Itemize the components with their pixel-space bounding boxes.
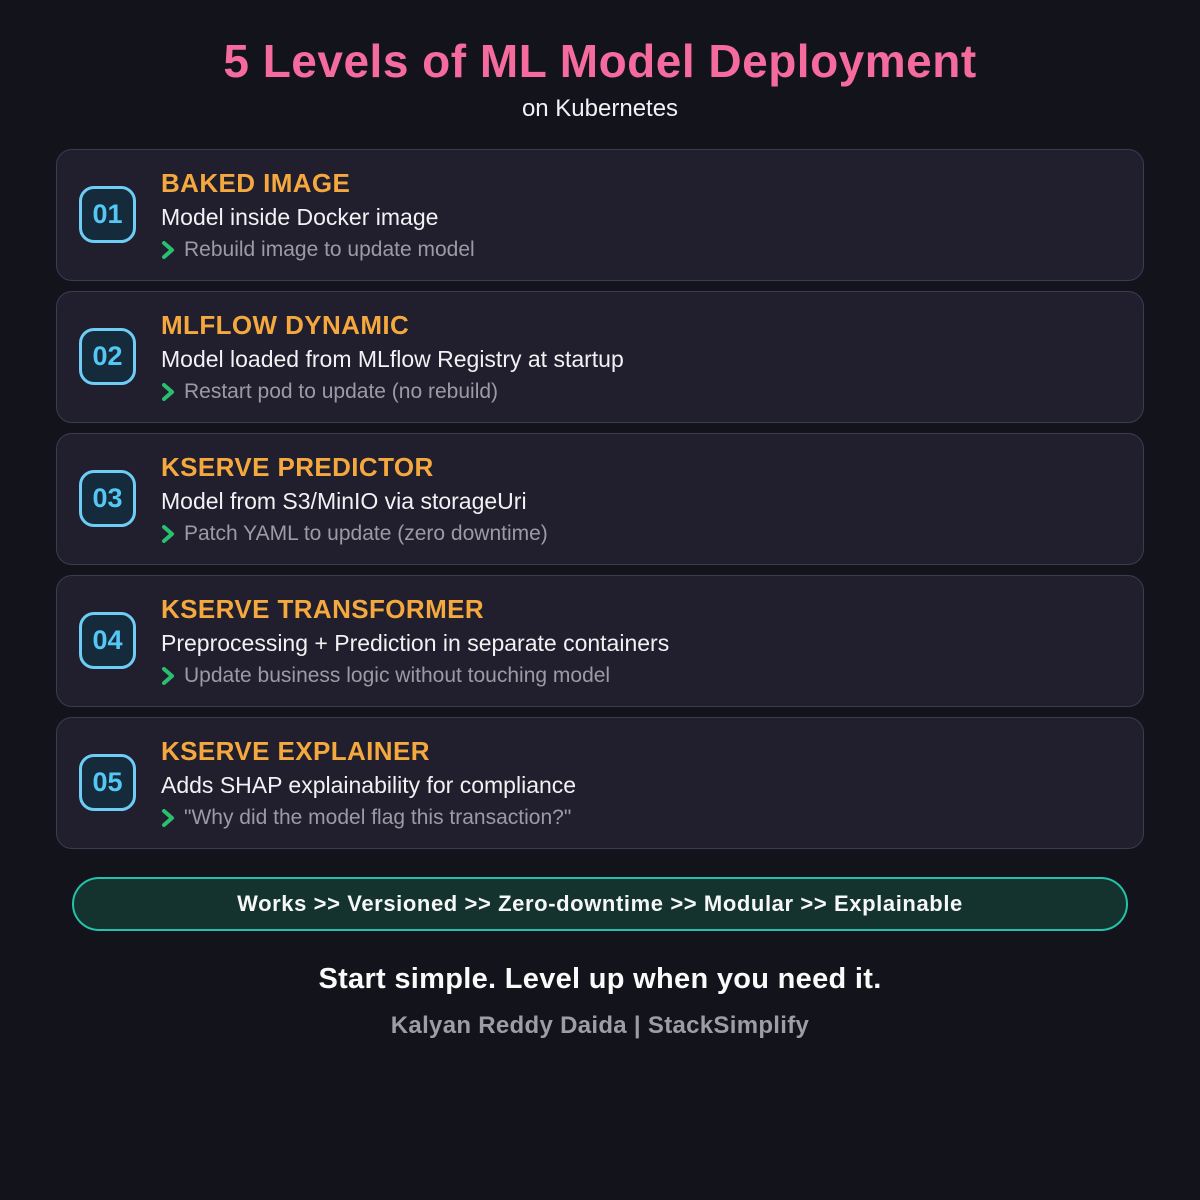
- level-description: Adds SHAP explainability for compliance: [161, 771, 577, 798]
- level-title: MLFLOW DYNAMIC: [161, 309, 410, 340]
- level-title: BAKED IMAGE: [161, 167, 351, 198]
- level-title: KSERVE PREDICTOR: [161, 451, 434, 482]
- summary-banner: Works >> Versioned >> Zero-downtime >> M…: [72, 876, 1128, 931]
- page-subtitle: on Kubernetes: [521, 94, 679, 122]
- level-number-badge: 01: [79, 186, 136, 244]
- card-body: MLFLOW DYNAMIC Model loaded from MLflow …: [161, 310, 624, 404]
- level-note-row: Rebuild image to update model: [161, 238, 475, 262]
- level-number-badge: 03: [79, 470, 136, 528]
- level-number-badge: 02: [79, 328, 136, 386]
- header: 5 Levels of ML Model Deployment on Kuber…: [0, 0, 1200, 123]
- level-number-badge: 05: [79, 754, 136, 812]
- level-note: "Why did the model flag this transaction…: [184, 805, 572, 829]
- card-body: KSERVE TRANSFORMER Preprocessing + Predi…: [161, 594, 669, 688]
- level-number-badge: 04: [79, 612, 136, 670]
- card-body: BAKED IMAGE Model inside Docker image Re…: [161, 168, 475, 262]
- level-note: Patch YAML to update (zero downtime): [184, 521, 548, 545]
- level-description: Preprocessing + Prediction in separate c…: [161, 629, 670, 656]
- level-card-2: 02 MLFLOW DYNAMIC Model loaded from MLfl…: [56, 290, 1144, 423]
- page-title: 5 Levels of ML Model Deployment: [223, 35, 977, 87]
- level-note-row: "Why did the model flag this transaction…: [161, 806, 576, 830]
- card-body: KSERVE EXPLAINER Adds SHAP explainabilit…: [161, 736, 576, 830]
- level-title: KSERVE EXPLAINER: [161, 735, 430, 766]
- level-note-row: Update business logic without touching m…: [161, 664, 669, 688]
- level-note: Rebuild image to update model: [184, 237, 475, 261]
- level-description: Model from S3/MinIO via storageUri: [161, 487, 527, 514]
- chevron-right-icon: [162, 240, 174, 259]
- level-cards: 01 BAKED IMAGE Model inside Docker image…: [56, 148, 1144, 849]
- level-card-3: 03 KSERVE PREDICTOR Model from S3/MinIO …: [56, 432, 1144, 565]
- chevron-right-icon: [162, 808, 174, 827]
- level-card-5: 05 KSERVE EXPLAINER Adds SHAP explainabi…: [56, 716, 1144, 849]
- chevron-right-icon: [162, 382, 174, 401]
- card-body: KSERVE PREDICTOR Model from S3/MinIO via…: [161, 452, 548, 546]
- chevron-right-icon: [162, 666, 174, 685]
- chevron-right-icon: [162, 524, 174, 543]
- level-title: KSERVE TRANSFORMER: [161, 593, 485, 624]
- summary-banner-text: Works >> Versioned >> Zero-downtime >> M…: [237, 890, 963, 916]
- level-note: Restart pod to update (no rebuild): [184, 379, 499, 403]
- level-description: Model loaded from MLflow Registry at sta…: [161, 345, 624, 372]
- level-note-row: Patch YAML to update (zero downtime): [161, 522, 548, 546]
- author-credit: Kalyan Reddy Daida | StackSimplify: [390, 1011, 810, 1039]
- level-card-1: 01 BAKED IMAGE Model inside Docker image…: [56, 148, 1144, 281]
- tagline: Start simple. Level up when you need it.: [318, 962, 882, 995]
- level-note: Update business logic without touching m…: [184, 663, 611, 687]
- level-note-row: Restart pod to update (no rebuild): [161, 380, 624, 404]
- level-description: Model inside Docker image: [161, 203, 439, 230]
- level-card-4: 04 KSERVE TRANSFORMER Preprocessing + Pr…: [56, 574, 1144, 707]
